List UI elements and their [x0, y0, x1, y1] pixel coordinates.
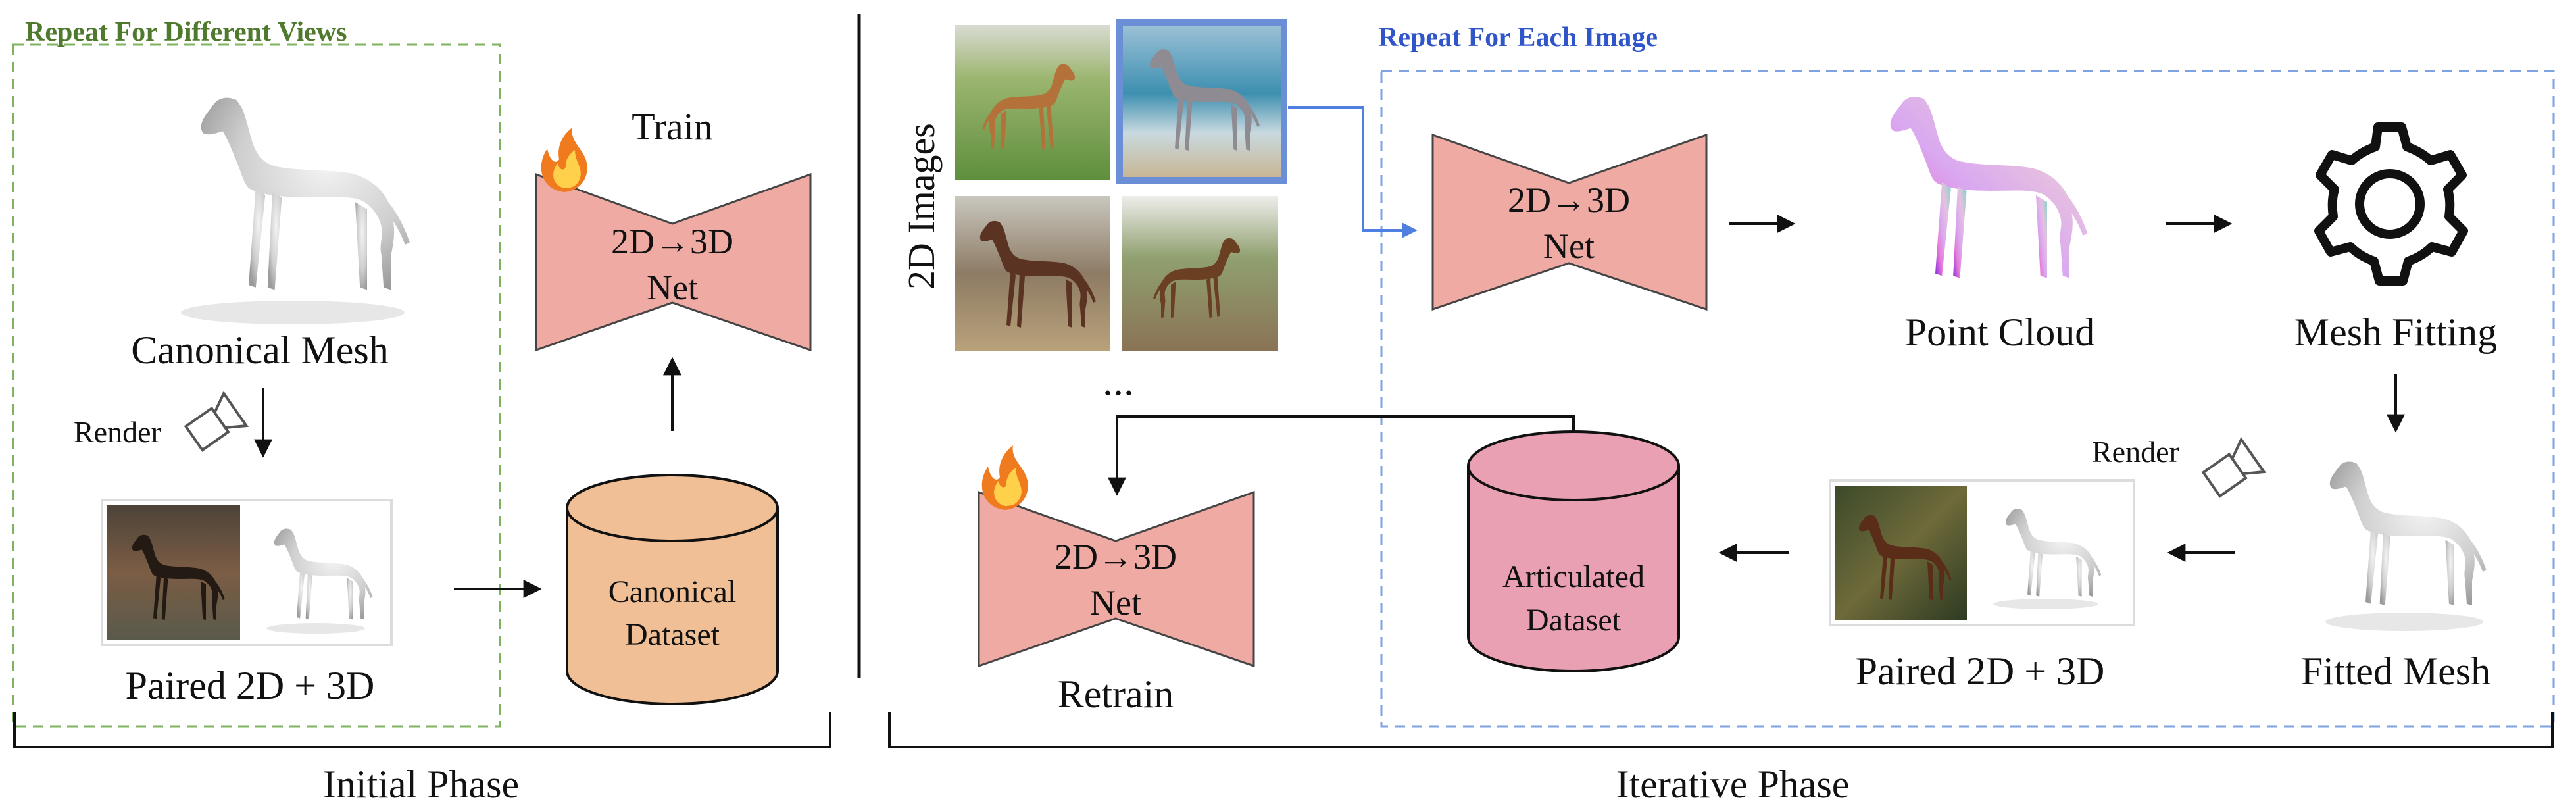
retrain-net-line1: 2D→3D — [1054, 537, 1177, 576]
iterative-phase-label: Iterative Phase — [1616, 763, 1850, 806]
image-grid — [955, 19, 1287, 351]
canonical-dataset-line1: Canonical — [608, 574, 737, 609]
camera-icon-iterative — [2201, 436, 2267, 498]
canonical-mesh-label: Canonical Mesh — [131, 328, 389, 372]
arrow-dataset-to-retrain — [1108, 415, 1575, 496]
fitted-mesh-label: Fitted Mesh — [2301, 649, 2490, 693]
initial-net-line1: 2D→3D — [611, 222, 733, 261]
iterative-group-box — [1380, 70, 2555, 728]
initial-net-line2: Net — [647, 268, 698, 307]
highlight-arrow — [1288, 106, 1418, 238]
paired-label-iterative: Paired 2D + 3D — [1856, 649, 2105, 693]
articulated-dataset-cylinder — [1467, 430, 1680, 672]
mesh-fitting-label: Mesh Fitting — [2294, 311, 2497, 354]
iterative-net-shape — [1431, 133, 1708, 311]
initial-net-shape — [535, 172, 812, 352]
render-label-iterative: Render — [2092, 435, 2179, 468]
paired-label-initial: Paired 2D + 3D — [126, 664, 375, 707]
images-ellipsis: ... — [1102, 357, 1134, 404]
canonical-mesh-image — [181, 97, 410, 324]
iterative-phase-bracket — [888, 712, 2554, 748]
articulated-dataset-line2: Dataset — [1526, 603, 1622, 638]
initial-phase-label: Initial Phase — [323, 763, 519, 806]
iterative-net-line1: 2D→3D — [1508, 180, 1630, 220]
images-label: 2D Images — [900, 123, 943, 290]
paired-image-iterative — [1829, 479, 2135, 626]
iterative-net-line2: Net — [1543, 226, 1595, 266]
fire-icon-retrain — [981, 445, 1028, 510]
iterative-group-title: Repeat For Each Image — [1378, 22, 1658, 53]
point-cloud-label: Point Cloud — [1905, 311, 2094, 354]
train-label: Train — [632, 105, 713, 148]
render-label-initial: Render — [74, 415, 161, 449]
fire-icon — [541, 128, 587, 192]
initial-group-box — [12, 43, 501, 728]
canonical-dataset-cylinder — [566, 474, 779, 705]
retrain-net-line2: Net — [1090, 583, 1141, 622]
point-cloud-image — [1890, 97, 2088, 278]
retrain-net-shape — [978, 490, 1255, 668]
fitted-mesh-image — [2325, 461, 2487, 631]
initial-phase-bracket — [13, 712, 831, 748]
retrain-label: Retrain — [1058, 672, 1174, 716]
articulated-dataset-line1: Articulated — [1502, 559, 1645, 594]
canonical-dataset-line2: Dataset — [625, 617, 720, 652]
gear-icon — [2314, 122, 2468, 286]
paired-image-initial — [101, 499, 393, 646]
camera-icon — [184, 390, 249, 452]
initial-group-title: Repeat For Different Views — [25, 17, 347, 47]
